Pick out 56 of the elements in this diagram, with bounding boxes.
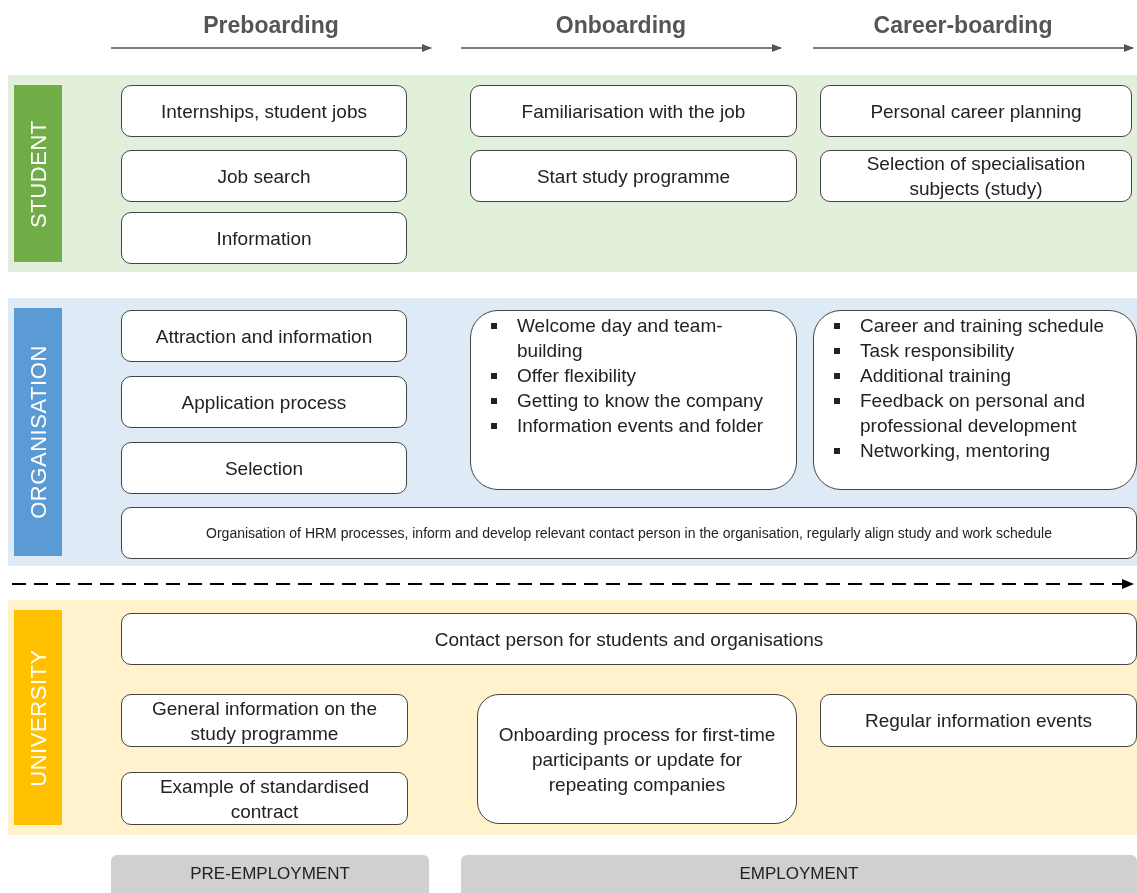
swimlane-band (8, 298, 1137, 566)
bullet-item: Information events and folder (487, 413, 788, 438)
box-text: Example of standardised contract (158, 774, 371, 824)
bullet-item: Task responsibility (830, 338, 1128, 363)
bullet-item: Networking, mentoring (830, 438, 1128, 463)
process-box (820, 85, 1132, 137)
bullet-item: Career and training schedule (830, 313, 1128, 338)
box-text: Application process (181, 390, 347, 415)
box-text: General information on the study programme (151, 696, 378, 746)
process-box (121, 376, 407, 428)
process-box (121, 310, 407, 362)
bullet-item: Feedback on personal and professional development (830, 388, 1128, 438)
box-text: Information (216, 226, 312, 251)
process-box (820, 694, 1137, 747)
process-box (820, 150, 1132, 202)
bullet-item: Getting to know the company (487, 388, 788, 413)
bullet-item: Offer flexibility (487, 363, 788, 388)
phase-bar (461, 855, 1137, 893)
bullet-item: Additional training (830, 363, 1128, 388)
box-text: Start study programme (536, 164, 731, 189)
box-text: Regular information events (864, 709, 1093, 733)
phase-heading: Preboarding (203, 11, 339, 40)
box-text: Job search (217, 164, 311, 189)
process-box (470, 150, 797, 202)
swimlane-band (8, 600, 1137, 835)
process-box (121, 772, 408, 825)
process-box (121, 507, 1137, 559)
process-box (121, 212, 407, 264)
phase-text: PRE-EMPLOYMENT (190, 863, 350, 886)
process-box (121, 442, 407, 494)
box-text: Personal career planning (870, 99, 1082, 124)
box-text: Internships, student jobs (161, 99, 367, 124)
swimlane-band (8, 75, 1137, 272)
bullet-list-box (813, 310, 1137, 490)
box-text: Attraction and information (155, 324, 373, 349)
process-box (470, 85, 797, 137)
box-text: Onboarding process for first-time participants or update for repeating companies (497, 722, 777, 797)
process-box (121, 150, 407, 202)
process-box (121, 613, 1137, 665)
lane-title: ORGANISATION (24, 345, 52, 519)
lane-title: STUDENT (24, 119, 52, 228)
box-text: Selection of specialisation subjects (study) (865, 152, 1087, 201)
bullet-list-box (470, 310, 797, 490)
phase-text: EMPLOYMENT (739, 863, 859, 886)
phase-bar (111, 855, 429, 893)
box-text: Familiarisation with the job (521, 99, 746, 124)
phase-heading: Onboarding (555, 11, 687, 40)
process-box (477, 694, 797, 824)
lane-title: UNIVERSITY (24, 648, 52, 787)
box-text: Contact person for students and organisations (434, 627, 824, 652)
box-text: Organisation of HRM processes, inform and develop relevant contact person in the organisation, regularly align study and work schedule (206, 523, 1052, 543)
phase-heading: Career-boarding (873, 11, 1053, 40)
box-text: Selection (224, 456, 304, 481)
process-box (121, 85, 407, 137)
bullet-item: Welcome day and team-building (487, 313, 788, 363)
process-box (121, 694, 408, 747)
